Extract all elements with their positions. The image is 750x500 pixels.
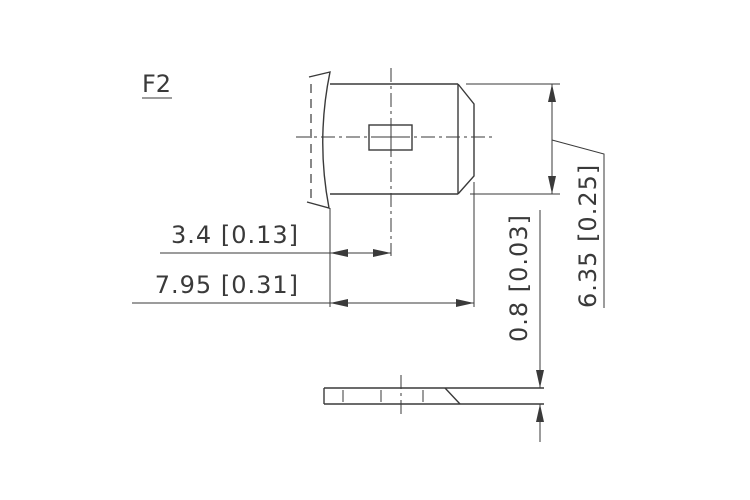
dim-0-8-label: 0.8 [0.03] bbox=[505, 214, 533, 342]
dim-7-95-label: 7.95 [0.31] bbox=[155, 271, 299, 299]
dimension-6-35: 6.35 [0.25] bbox=[548, 84, 605, 308]
dim-3-4-arrow-right bbox=[373, 249, 391, 257]
dim-0-8-arrow-top bbox=[536, 370, 544, 388]
dim-6-35-arrow-top bbox=[548, 84, 556, 102]
dim-0-8-arrow-bottom bbox=[536, 404, 544, 422]
dim-7-95-arrow-right bbox=[456, 299, 474, 307]
dimension-7-95: 7.95 [0.31] bbox=[132, 271, 474, 307]
dim-3-4-label: 3.4 [0.13] bbox=[171, 221, 299, 249]
terminal-side-view bbox=[323, 375, 544, 418]
dim-3-4-arrow-left bbox=[330, 249, 348, 257]
figure-label-text: F2 bbox=[142, 70, 171, 98]
dim-6-35-leader bbox=[551, 139, 605, 308]
figure-label: F2 bbox=[142, 70, 172, 99]
tab-bevel bbox=[457, 83, 475, 195]
extension-lines bbox=[329, 83, 560, 307]
dim-6-35-arrow-bottom bbox=[548, 176, 556, 194]
dim-6-35-label: 6.35 [0.25] bbox=[574, 164, 602, 308]
dimension-3-4: 3.4 [0.13] bbox=[160, 221, 391, 257]
dim-7-95-arrow-left bbox=[330, 299, 348, 307]
tab-broken-edge bbox=[306, 71, 331, 209]
dimension-0-8: 0.8 [0.03] bbox=[505, 210, 544, 442]
side-bevel bbox=[444, 387, 461, 405]
terminal-top-view bbox=[296, 68, 494, 256]
